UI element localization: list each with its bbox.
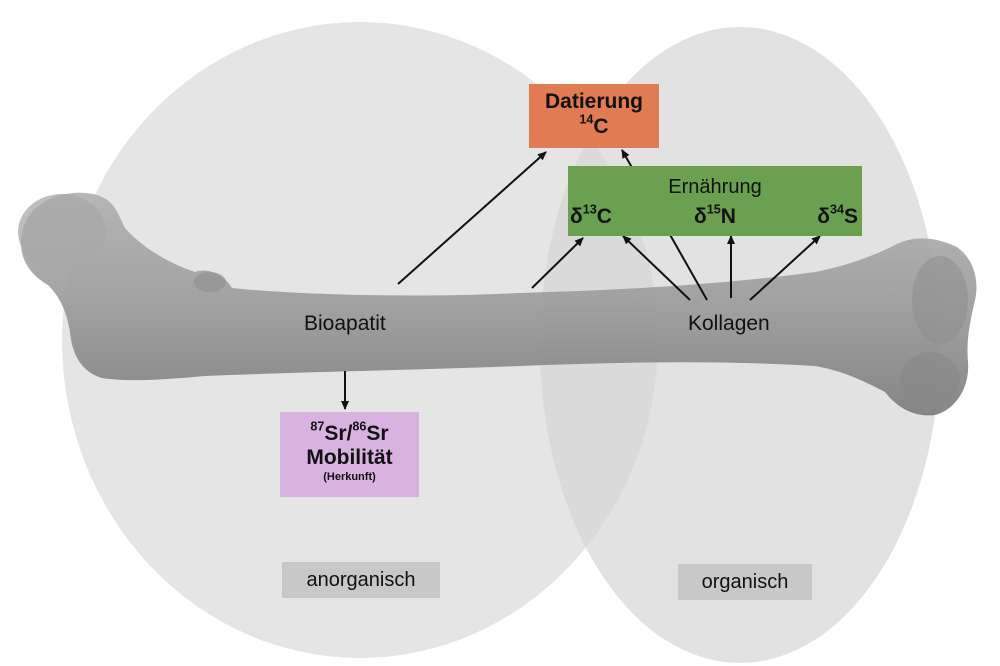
organic-tag: organisch [678, 564, 812, 600]
d15n-element: N [720, 205, 736, 228]
dating-isotope-mass: 14 [579, 112, 594, 127]
strontium-element-2: Sr [366, 422, 389, 445]
isotope-d15n: δ15N [694, 202, 736, 230]
dating-box: Datierung 14C [529, 84, 659, 148]
d13c-prefix: δ [570, 205, 583, 228]
d34s-element: S [843, 205, 858, 228]
mobility-box: 87Sr/86Sr Mobilität (Herkunft) [280, 412, 419, 497]
d34s-mass: 34 [829, 202, 844, 217]
strontium-mass-2: 86 [352, 419, 367, 434]
d34s-prefix: δ [817, 205, 830, 228]
nutrition-box: Ernährung δ13C δ15N δ34S [568, 166, 862, 236]
dating-isotope: 14C [529, 112, 659, 140]
nutrition-title: Ernährung [668, 176, 762, 198]
d15n-mass: 15 [706, 202, 721, 217]
mobility-title: Mobilität [306, 446, 393, 469]
strontium-ratio: 87Sr/86Sr [280, 419, 419, 446]
arrow-bioapatit-to-dating [397, 151, 547, 285]
isotope-d13c: δ13C [570, 202, 612, 230]
dating-title: Datierung [544, 90, 643, 113]
arrow-kollagen-to-d34s [749, 235, 821, 301]
strontium-mass-1: 87 [310, 419, 325, 434]
dating-isotope-element: C [593, 115, 609, 138]
d13c-element: C [596, 205, 612, 228]
inorganic-tag: anorganisch [282, 562, 440, 598]
bioapatit-label: Bioapatit [304, 312, 386, 335]
isotope-d34s: δ34S [817, 202, 858, 230]
arrow-kollagen-to-d13c [622, 235, 691, 301]
mobility-subtitle: (Herkunft) [323, 471, 376, 483]
femur-bone-image [18, 192, 977, 416]
strontium-element-1: Sr/ [324, 422, 353, 445]
d13c-mass: 13 [582, 202, 597, 217]
d15n-prefix: δ [694, 205, 707, 228]
arrow-to-d13c [531, 237, 584, 289]
kollagen-label: Kollagen [688, 312, 770, 335]
